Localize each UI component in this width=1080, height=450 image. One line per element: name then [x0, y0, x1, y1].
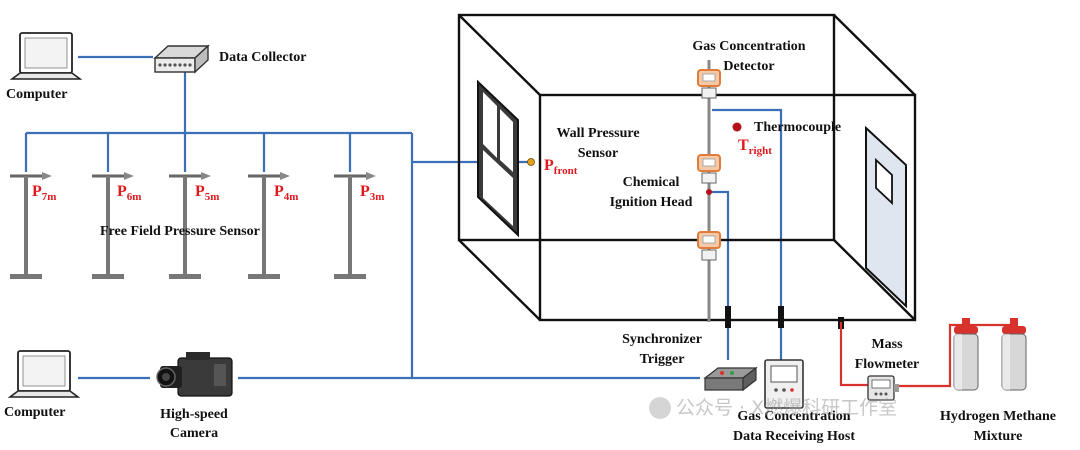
synchronizer-icon	[703, 366, 758, 392]
free-field-sensor-stand	[169, 172, 211, 279]
t-right-label: Tright	[738, 137, 772, 157]
gas-detector-middle-icon	[697, 154, 721, 184]
sensor-label-7m: P7m	[32, 183, 56, 203]
mixture-label-line2: Mixture	[974, 429, 1023, 444]
camera-label-line2: Camera	[170, 426, 218, 441]
sensor-label-5m: P5m	[195, 183, 219, 203]
sensor-label-6m: P6m	[117, 183, 141, 203]
mass-flowmeter-label-line1: Mass	[871, 337, 903, 352]
free-field-sensor-stand	[248, 172, 290, 279]
wall-pressure-sensor-dot	[527, 158, 535, 166]
computer-bottom-label: Computer	[4, 405, 65, 420]
gas-detector-top-icon	[697, 69, 721, 99]
free-field-sensor-stand	[92, 172, 134, 279]
computer-top-label: Computer	[6, 87, 67, 102]
free-field-sensor-stand	[334, 172, 376, 279]
free-field-sensor-stand	[10, 172, 52, 279]
wall-sensor-label-line2: Sensor	[578, 146, 618, 161]
data-collector-label: Data Collector	[219, 50, 306, 65]
gas-detector-label-line1: Gas Concentration	[692, 39, 805, 54]
chamber-door	[865, 125, 907, 309]
mixture-label-line1: Hydrogen Methane	[940, 409, 1056, 424]
test-chamber	[457, 13, 917, 322]
thermocouple-label: Thermocouple	[754, 120, 841, 135]
watermark: 公众号 · X燃爆科研工作室	[649, 397, 897, 419]
gas-detector-label-line2: Detector	[723, 59, 774, 74]
gas-cylinder-left-icon	[953, 318, 979, 391]
wechat-icon	[649, 397, 671, 419]
gas-supply-line	[839, 322, 1010, 388]
wall-connectors	[725, 306, 844, 329]
gas-data-host-icon	[764, 359, 804, 409]
synchronizer-label-line2: Trigger	[640, 352, 685, 367]
computer-top-icon	[9, 32, 83, 80]
thermocouple-dot	[732, 122, 742, 132]
mass-flowmeter-label-line2: Flowmeter	[855, 357, 920, 372]
host-label-line2: Data Receiving Host	[733, 429, 855, 444]
synchronizer-label-line1: Synchronizer	[622, 332, 702, 347]
signal-wires	[24, 55, 783, 380]
sensor-label-4m: P4m	[274, 183, 298, 203]
ignition-head-dot	[706, 189, 712, 195]
camera-label-line1: High-speed	[160, 407, 228, 422]
data-collector-icon	[153, 44, 210, 74]
sensor-label-3m: P3m	[360, 183, 384, 203]
gas-detector-bottom-icon	[697, 231, 721, 261]
watermark-text: 公众号 · X燃爆科研工作室	[676, 397, 897, 419]
free-field-label: Free Field Pressure Sensor	[100, 224, 260, 239]
chamber-window	[477, 79, 519, 238]
host-label-line1: Gas Concentration	[737, 409, 850, 424]
free-field-sensor-stands: P7m P6m P5m P4m P3m	[10, 172, 384, 279]
mass-flowmeter-icon	[867, 375, 899, 401]
computer-bottom-icon	[7, 350, 81, 398]
detector-rod	[697, 60, 721, 322]
p-front-label: Pfront	[544, 157, 578, 177]
high-speed-camera-icon	[156, 352, 233, 397]
wall-sensor-label-line1: Wall Pressure	[556, 126, 639, 141]
ignition-label-line1: Chemical	[623, 175, 680, 190]
gas-cylinder-right-icon	[1001, 318, 1027, 391]
ignition-label-line2: Ignition Head	[610, 195, 693, 210]
